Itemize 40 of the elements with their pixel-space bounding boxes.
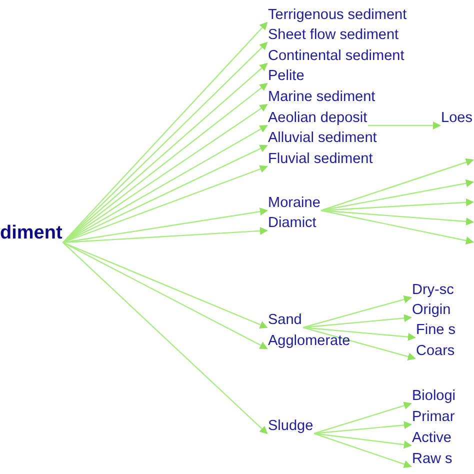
term-label: Active — [412, 430, 452, 446]
arrow — [320, 158, 474, 212]
arrow — [320, 210, 474, 226]
term-label: Marine sediment — [268, 90, 376, 104]
arrow — [320, 198, 474, 212]
arrow — [62, 242, 268, 434]
arrow — [62, 242, 268, 350]
term-label: Alluvial sediment — [268, 130, 377, 146]
term-label: Continental sediment — [268, 48, 404, 64]
term-label: Primar — [412, 410, 455, 424]
arrow — [302, 296, 412, 328]
term-label: Loes — [441, 110, 472, 126]
term-label: Coars — [416, 344, 455, 358]
term-label: Fine s — [416, 322, 456, 338]
term-label: Terrigenous sediment — [268, 8, 407, 22]
arrow — [320, 210, 474, 244]
root-term: diment — [0, 224, 62, 242]
term-label: Sludge — [268, 418, 314, 434]
arrow — [314, 421, 412, 434]
term-label: Fluvial sediment — [268, 152, 373, 166]
arrow — [302, 326, 416, 360]
term-label: Raw s — [412, 452, 452, 466]
arrow — [62, 226, 268, 244]
term-label: Diamict — [268, 216, 316, 230]
term-label: Dry-sc — [412, 282, 454, 298]
term-label: Moraine — [268, 196, 320, 210]
term-label: Origin — [412, 302, 451, 318]
arrow — [320, 179, 474, 212]
arrow — [314, 432, 412, 449]
arrow — [368, 122, 441, 130]
arrow — [302, 326, 416, 341]
term-label: Agglomerate — [268, 334, 350, 348]
term-label: Aeolian deposit — [268, 110, 368, 126]
term-label: Sand — [268, 312, 302, 328]
term-label: Sheet flow sediment — [268, 28, 399, 42]
arrow — [302, 314, 412, 328]
term-label: Pelite — [268, 68, 304, 84]
arrow — [314, 432, 412, 468]
term-label: Biologi — [412, 388, 456, 404]
arrow — [314, 402, 412, 434]
